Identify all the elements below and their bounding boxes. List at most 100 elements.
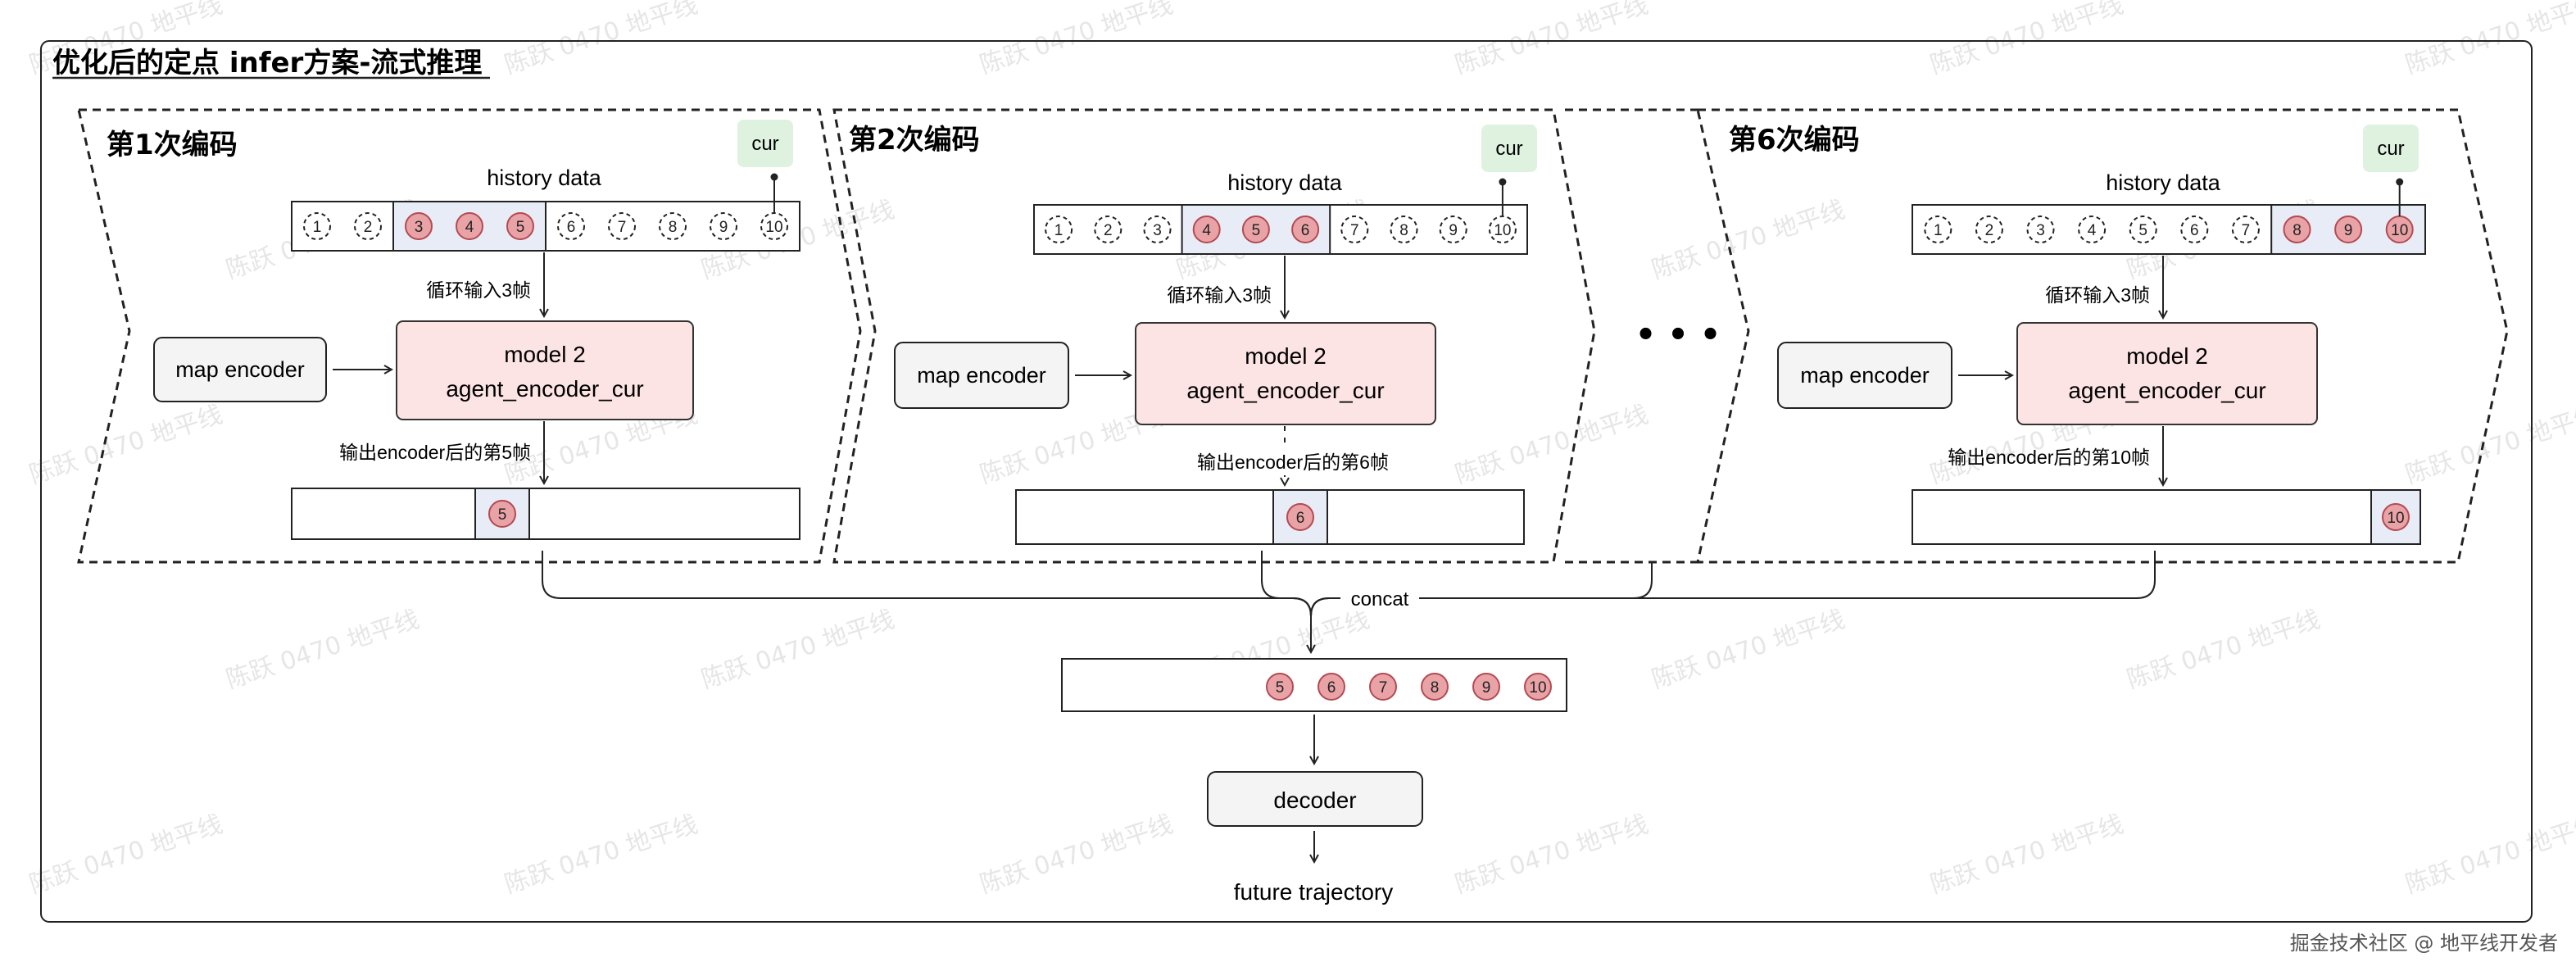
frame-number: 7 — [2242, 222, 2251, 239]
history-frame: 2 — [1094, 216, 1122, 243]
output-bar — [291, 488, 800, 540]
footer-credit: 掘金技术社区 @ 地平线开发者 — [2289, 932, 2558, 955]
map-encoder-box — [894, 342, 1069, 409]
watermark-text: 陈跃 0470 地平线 — [1452, 0, 1652, 80]
history-frame: 4 — [1192, 216, 1221, 243]
model-box — [396, 320, 694, 420]
history-frame: 9 — [2334, 216, 2363, 243]
watermark-text: 陈跃 0470 地平线 — [223, 605, 423, 694]
history-frame: 3 — [2026, 216, 2055, 243]
watermark-text: 陈跃 0470 地平线 — [1649, 195, 1848, 284]
frame-number: 8 — [669, 219, 678, 236]
history-frame: 6 — [557, 212, 585, 240]
map-encoder-label: map encoder — [1800, 363, 1930, 388]
concat-frame: 6 — [1317, 673, 1345, 701]
cur-label: cur — [2377, 138, 2404, 160]
frame-number: 7 — [618, 219, 627, 236]
outer-frame — [40, 40, 2533, 923]
frame-number: 5 — [2138, 222, 2147, 239]
panel-heading: 第1次编码 — [107, 129, 238, 161]
frame-number: 5 — [1276, 679, 1285, 697]
concat-frame: 8 — [1421, 673, 1449, 701]
frame-number: 4 — [2088, 222, 2097, 239]
panel-chevron-2 — [832, 108, 1596, 564]
frame-number: 4 — [465, 219, 474, 236]
output-frame-label: 输出encoder后的第6帧 — [1197, 452, 1389, 473]
watermark-text: 陈跃 0470 地平线 — [1452, 810, 1652, 899]
history-frame: 7 — [2231, 216, 2260, 243]
history-frame: 4 — [2078, 216, 2107, 243]
watermark-text: 陈跃 0470 地平线 — [2124, 605, 2324, 694]
frame-number: 5 — [1252, 222, 1261, 239]
frame-number: 8 — [1431, 679, 1440, 697]
model-module: agent_encoder_cur — [446, 376, 643, 402]
frame-number: 5 — [516, 219, 525, 236]
cur-label: cur — [751, 133, 778, 155]
cur-badge — [1481, 125, 1537, 172]
watermark-text: 陈跃 0470 地平线 — [1649, 605, 1848, 694]
history-frame: 2 — [354, 212, 382, 240]
history-frame: 10 — [2385, 216, 2414, 243]
loop-input-label: 循环输入3帧 — [1167, 284, 1272, 306]
history-frame: 7 — [1340, 216, 1369, 243]
frame-number: 10 — [1529, 679, 1546, 697]
concat-label: concat — [1351, 588, 1409, 610]
history-frame: 2 — [1975, 216, 2003, 243]
frame-number: 2 — [364, 219, 373, 236]
frame-number: 3 — [2036, 222, 2045, 239]
map-encoder-label: map encoder — [175, 357, 305, 382]
output-frame: 10 — [2382, 503, 2410, 531]
history-frame: 4 — [456, 212, 483, 240]
panel-heading: 第6次编码 — [1729, 124, 1860, 157]
history-frame: 8 — [659, 212, 687, 240]
watermark-text: 陈跃 0470 地平线 — [26, 400, 226, 489]
history-frame: 7 — [608, 212, 636, 240]
history-frame: 6 — [2180, 216, 2209, 243]
history-frame: 8 — [1390, 216, 1418, 243]
output-label-bg — [1162, 447, 1408, 475]
frame-number: 10 — [765, 219, 782, 236]
cur-badge — [2363, 125, 2419, 172]
frame-number: 7 — [1379, 679, 1388, 697]
frame-number: 4 — [1202, 222, 1211, 239]
panel-chevron-3 — [1696, 108, 2509, 564]
frame-number: 10 — [2391, 222, 2408, 239]
history-data-label: history data — [2106, 170, 2221, 195]
watermark-text: 陈跃 0470 地平线 — [1927, 0, 2127, 80]
frame-number: 9 — [2344, 222, 2353, 239]
map-encoder-box — [153, 337, 327, 402]
model-box — [1135, 322, 1436, 425]
history-frame: 1 — [1924, 216, 1952, 243]
ellipsis-dots: • • • — [1635, 316, 1721, 354]
history-frame: 5 — [506, 212, 534, 240]
history-frame: 1 — [303, 212, 331, 240]
frame-number: 1 — [1934, 222, 1943, 239]
history-data-label: history data — [487, 166, 602, 190]
loop-input-label: 循环输入3帧 — [426, 279, 531, 301]
decoder-box — [1207, 771, 1423, 827]
cur-badge — [737, 120, 793, 167]
history-frame: 3 — [405, 212, 433, 240]
history-frame: 5 — [2129, 216, 2157, 243]
output-frame: 6 — [1286, 503, 1314, 531]
history-frame: 9 — [1439, 216, 1467, 243]
watermark-text: 陈跃 0470 地平线 — [2402, 810, 2576, 899]
panel-chevron-1 — [77, 108, 862, 564]
frame-number: 7 — [1350, 222, 1359, 239]
watermark-text: 陈跃 0470 地平线 — [26, 810, 226, 899]
history-data-label: history data — [1227, 170, 1343, 195]
watermark-text: 陈跃 0470 地平线 — [2402, 400, 2576, 489]
watermark-text: 陈跃 0470 地平线 — [977, 810, 1177, 899]
decoder-label: decoder — [1273, 787, 1356, 813]
panel-chevron-gap — [1565, 108, 1698, 564]
watermark-text: 陈跃 0470 地平线 — [1452, 400, 1652, 489]
frame-number: 9 — [1449, 222, 1458, 239]
concat-connector — [542, 551, 2156, 652]
history-frame: 8 — [2283, 216, 2311, 243]
concat-frame: 5 — [1266, 673, 1294, 701]
frame-number: 1 — [1054, 222, 1064, 239]
model-box — [2016, 322, 2318, 425]
concat-label-bg — [1340, 587, 1419, 611]
